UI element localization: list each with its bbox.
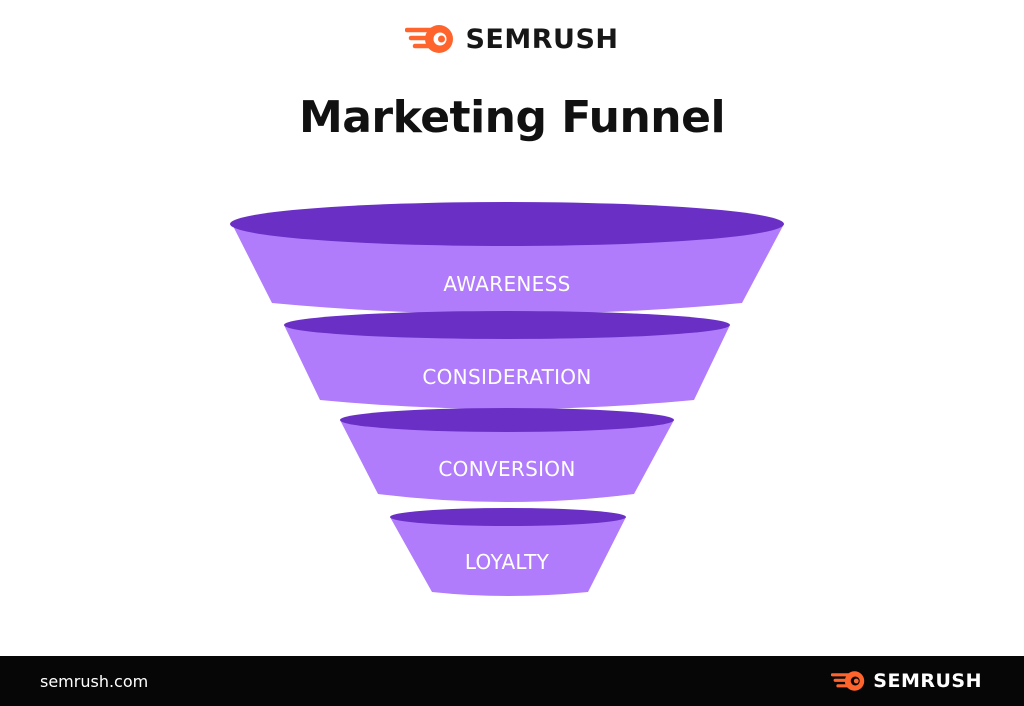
funnel-stage-rim: [340, 408, 674, 432]
funnel-stage-consideration: CONSIDERATION: [284, 311, 730, 409]
funnel-stage-rim: [284, 311, 730, 339]
semrush-fireball-icon: [405, 25, 454, 53]
marketing-funnel-diagram: AWARENESS CONSIDERATION CONVERSION LOYAL…: [230, 202, 784, 596]
brand-logo-footer: SEMRUSH: [831, 669, 982, 693]
funnel-stage-label: CONVERSION: [438, 457, 575, 481]
funnel-stage-body: [390, 517, 626, 596]
funnel-stage-conversion: CONVERSION: [340, 408, 674, 502]
funnel-stage-body: [284, 325, 730, 409]
footer-bar: semrush.com SEMRUSH: [0, 656, 1024, 706]
brand-name: SEMRUSH: [873, 670, 982, 692]
brand-logo-top: SEMRUSH: [0, 22, 1024, 56]
funnel-stage-label: LOYALTY: [465, 550, 550, 574]
funnel-stage-label: CONSIDERATION: [422, 365, 591, 389]
semrush-fireball-icon: [831, 671, 865, 691]
funnel-stage-loyalty: LOYALTY: [390, 508, 626, 596]
page-title: Marketing Funnel: [298, 92, 726, 143]
funnel-stage-label: AWARENESS: [443, 272, 570, 296]
funnel-stage-awareness: AWARENESS: [230, 202, 784, 314]
footer-url[interactable]: semrush.com: [40, 671, 149, 691]
funnel-stage-body: [232, 224, 784, 314]
brand-name: SEMRUSH: [465, 23, 619, 55]
funnel-stage-rim: [230, 202, 784, 246]
funnel-stage-body: [340, 420, 674, 502]
funnel-stage-rim: [390, 508, 626, 526]
